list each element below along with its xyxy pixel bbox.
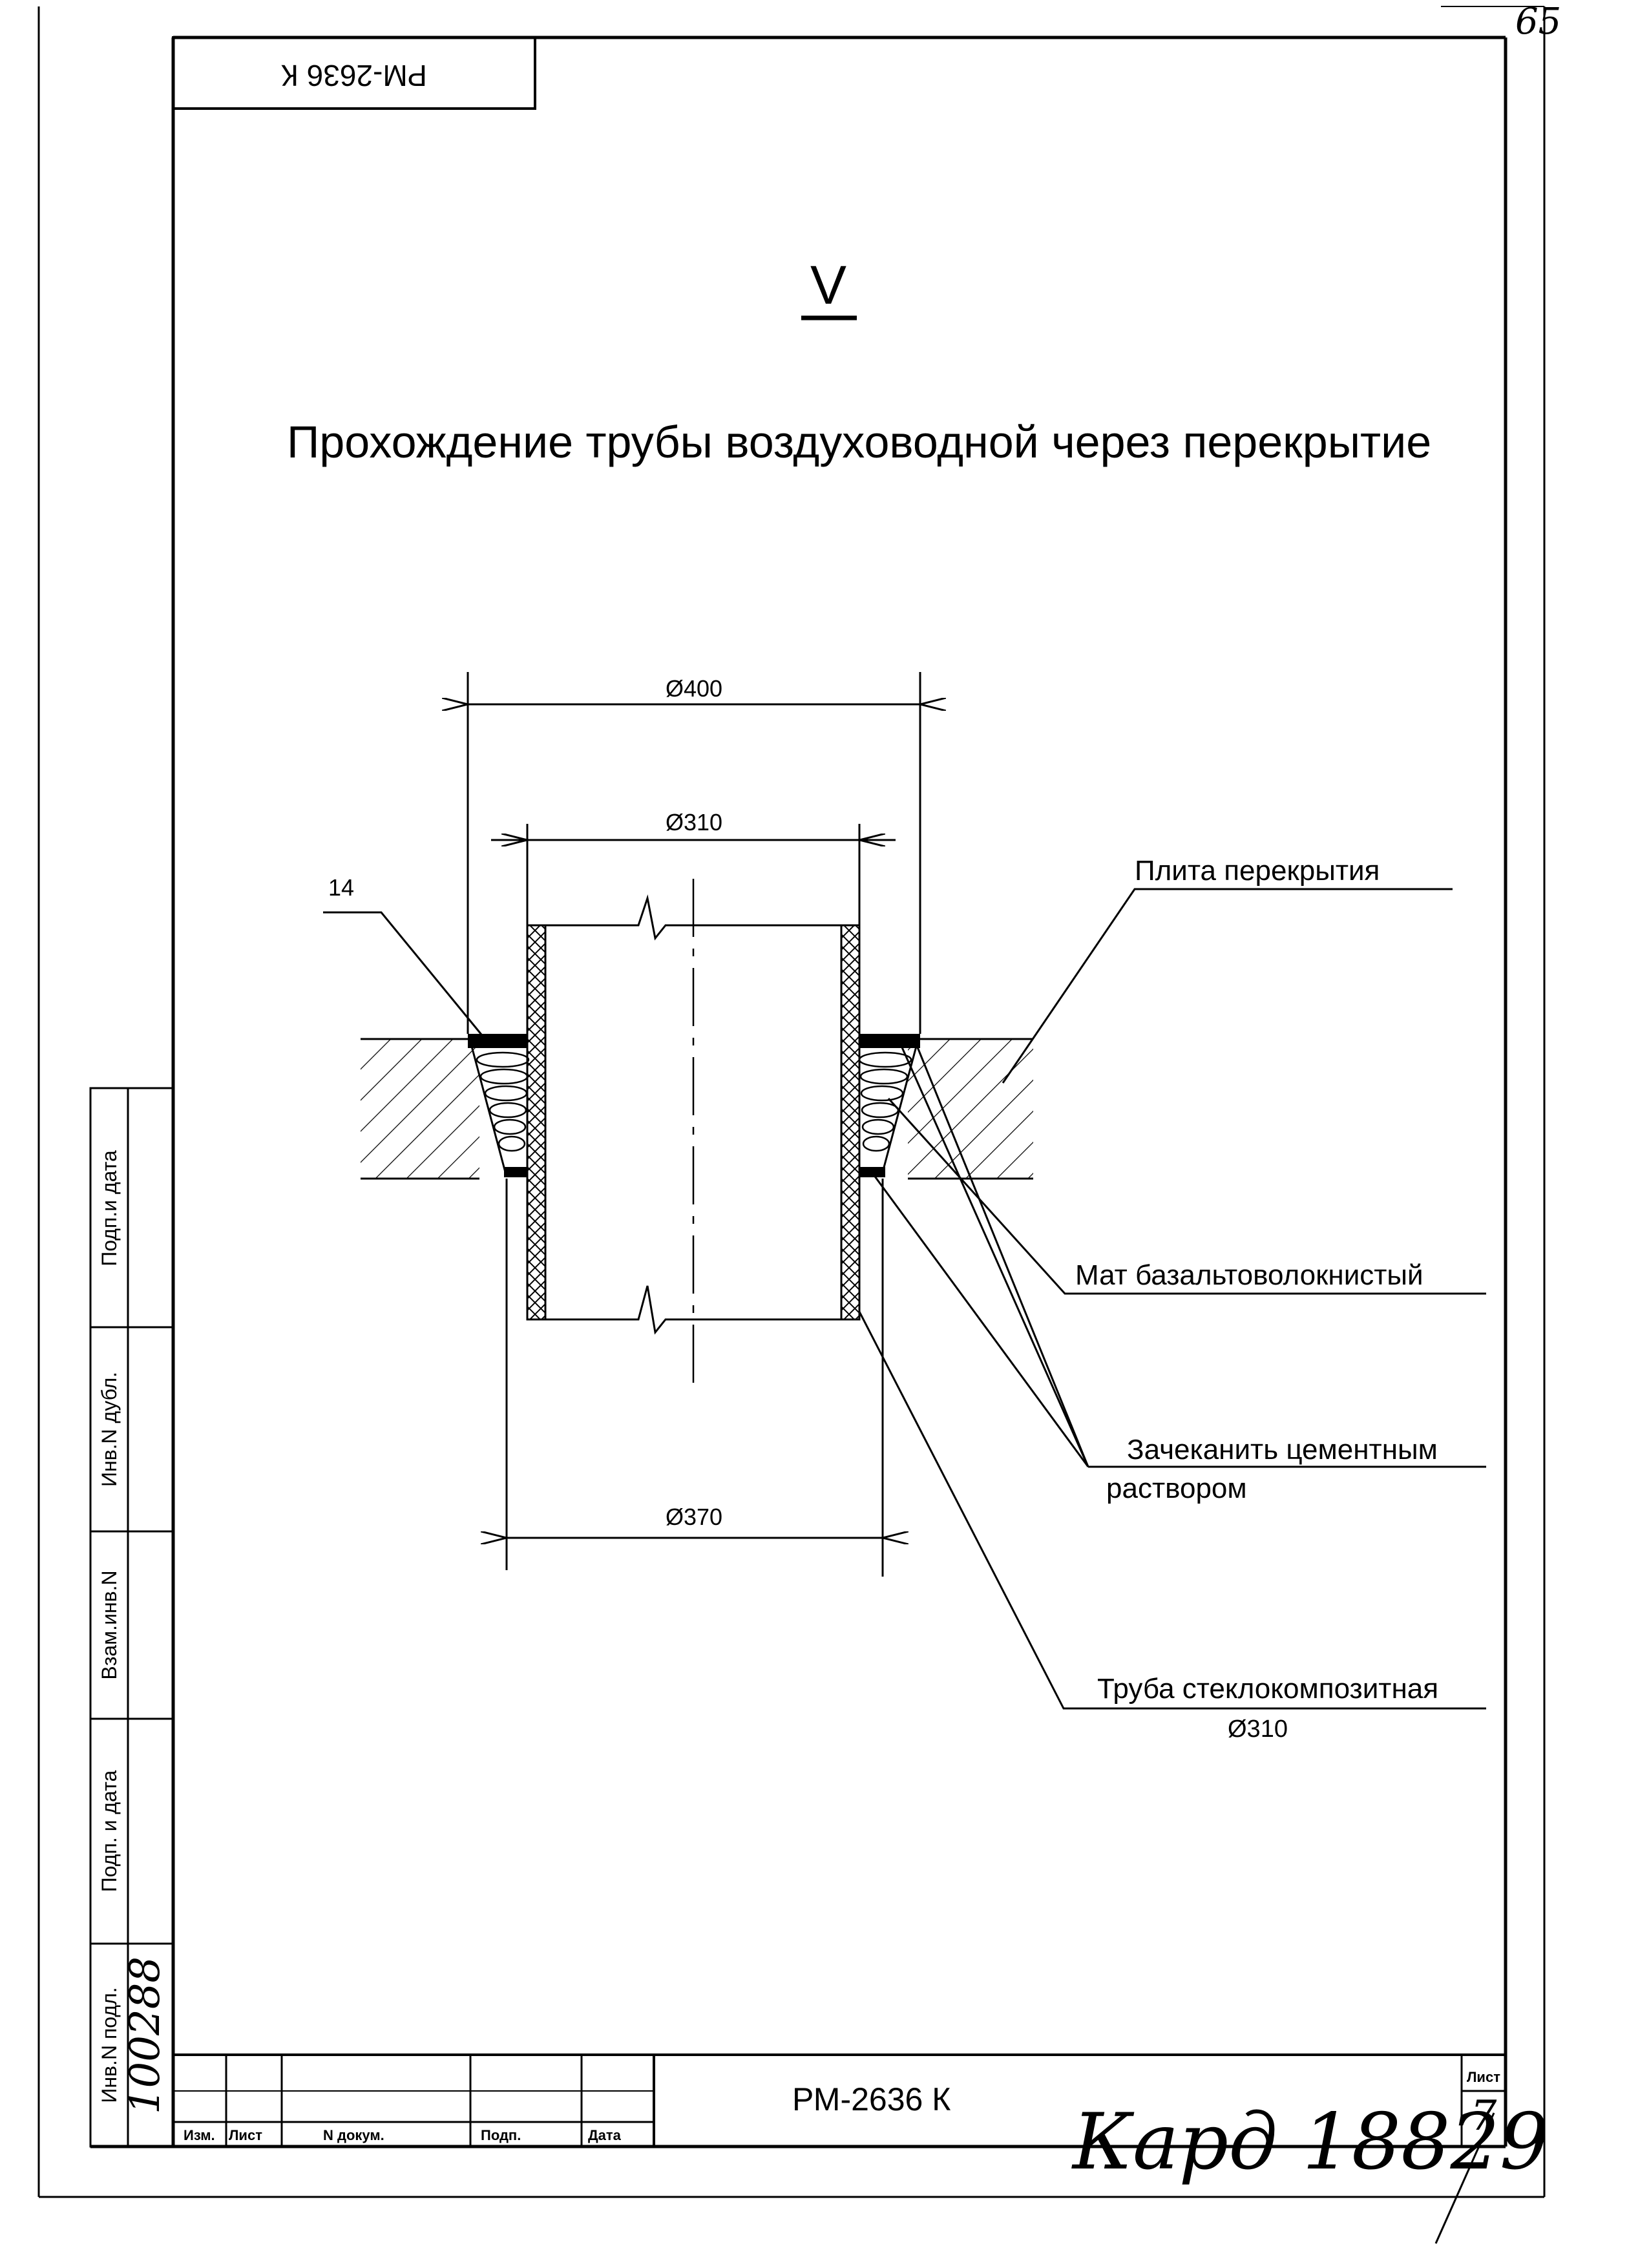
side-cell-2: Инв.N дубл. [98,1372,121,1487]
sheet-label: Лист [1467,2069,1500,2085]
top-stamp-code: РМ-2636 К [281,59,427,92]
page-title: Прохождение трубы воздуховодной через пе… [287,417,1431,467]
top-stamp-box: РМ-2636 К [172,36,536,110]
dim-bottom [507,1179,883,1577]
side-cell-4: Подп. и дата [98,1770,121,1893]
sheet-border [37,6,1546,2198]
header-doc-number: N докум. [323,2127,384,2143]
section-mark: V [810,255,846,315]
side-stamp [89,1087,174,2148]
dim-outer-label: Ø400 [666,675,722,702]
document-code: РМ-2636 К [792,2081,951,2117]
page-number: 65 [1515,1,1561,43]
side-cell-3: Взам.инв.N [98,1570,121,1679]
inventory-number: 100288 [121,1957,169,2114]
label-slab: Плита перекрытия [1135,855,1380,887]
label-caulk-line1: Зачеканить цементным [1127,1434,1438,1465]
dim-outer [468,672,920,1034]
pipe-walls [526,924,861,1321]
side-cell-1: Подп.и дата [98,1150,121,1266]
dim-inner-label: Ø310 [666,809,722,835]
slab-leader [1002,888,1453,1084]
title-block [173,2053,1506,2147]
handwritten-stroke [1434,2112,1495,2244]
pipe-section-drawing: Ø400 Ø310 Ø370 14 Плита перекрытия Мат б… [323,672,1486,1743]
callout-14: 14 [328,874,354,901]
label-mat: Мат базальтоволокнистый [1075,1259,1423,1291]
callout-14-leader [323,911,488,1042]
dim-inner [491,824,896,925]
caulk-leaders [872,1041,1486,1468]
header-izm: Изм. [184,2127,215,2143]
floor-slab [361,1038,1033,1180]
pipe-break-lines [545,894,841,1335]
pipe-leader [858,1311,1486,1710]
handwritten-note: Кард 18829 [1071,2097,1549,2187]
header-list: Лист [229,2127,262,2143]
label-caulk-line2: раствором [1106,1473,1247,1504]
side-cell-5: Инв.N подл. [98,1987,121,2103]
header-date: Дата [588,2127,622,2143]
dim-bottom-label: Ø370 [666,1504,722,1530]
label-pipe-line1: Труба стеклокомпозитная [1097,1673,1438,1705]
header-signature: Подп. [481,2127,521,2143]
label-pipe-line2: Ø310 [1228,1716,1288,1743]
mat-leader [887,1097,1486,1295]
